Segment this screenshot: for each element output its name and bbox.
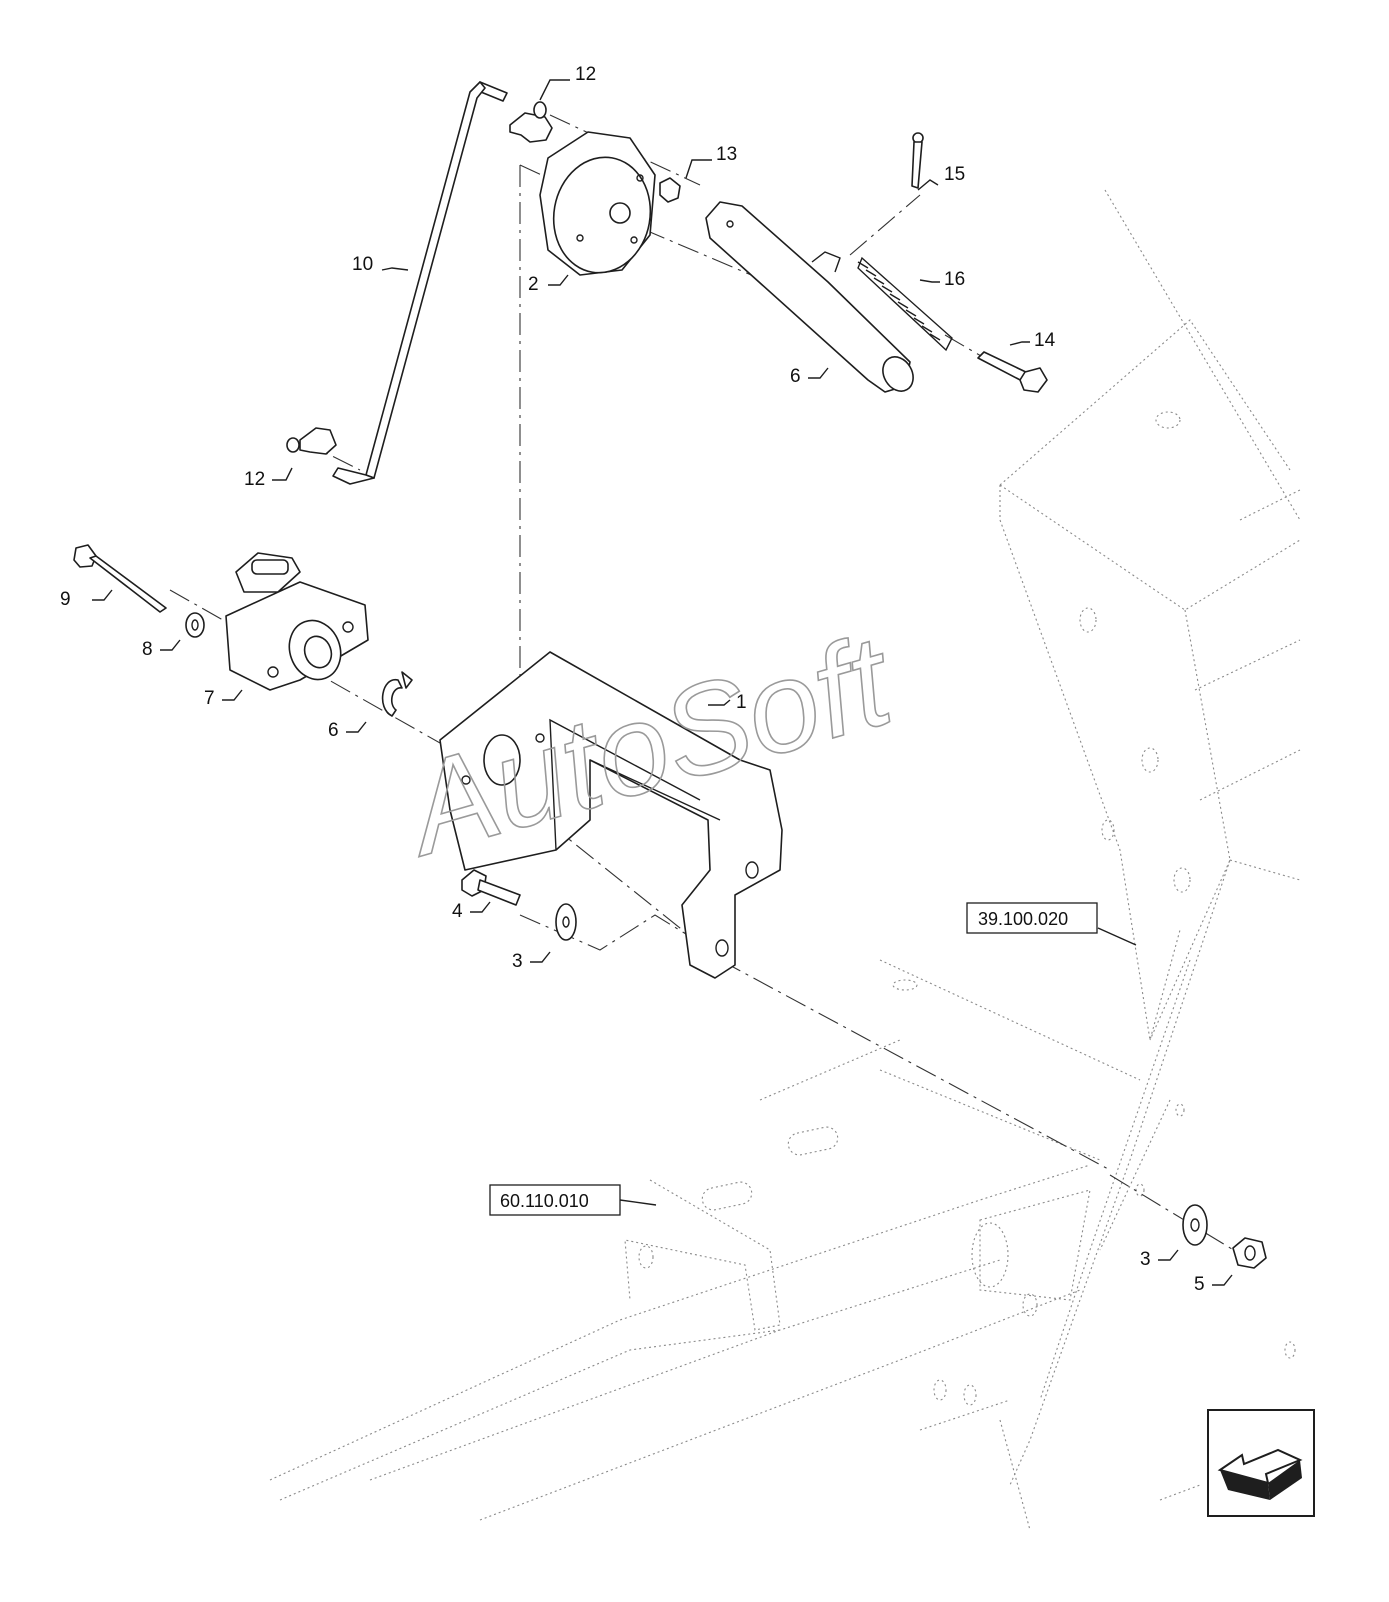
callout-3-lower: 3 — [1140, 1249, 1151, 1270]
watermark: AutoSoft — [387, 608, 909, 884]
snap-ring-part-7 — [381, 671, 413, 717]
leader-lines — [92, 79, 1233, 1286]
reference-frame-box[interactable]: 39.100.020 — [966, 902, 1098, 934]
callout-7: 6 — [328, 720, 339, 741]
reference-frame-text: 39.100.020 — [978, 909, 1068, 929]
nut-part-5 — [1232, 1237, 1267, 1269]
sensor-part-8 — [225, 552, 369, 691]
callout-8: 7 — [204, 688, 215, 709]
lever-part-6 — [705, 201, 914, 393]
washer-part-3-upper — [555, 903, 577, 941]
callout-labels: 12 13 15 10 2 16 14 6 12 9 8 7 6 1 4 3 3… — [60, 64, 1205, 1295]
clip-part-12-bottom — [286, 427, 337, 455]
nut-part-13 — [659, 177, 681, 203]
callout-14: 14 — [1034, 330, 1056, 351]
reference-chassis-box[interactable]: 60.110.010 — [489, 1184, 621, 1216]
callout-5: 5 — [1194, 1274, 1205, 1295]
clip-part-12-top — [509, 101, 553, 143]
callout-12-bottom: 12 — [244, 469, 265, 490]
callout-16: 16 — [944, 269, 965, 290]
callout-3-upper: 3 — [512, 951, 523, 972]
callout-4: 4 — [452, 901, 463, 922]
callout-11: 10 — [352, 254, 373, 275]
callout-15: 15 — [944, 164, 965, 185]
rod-part-11 — [332, 81, 508, 485]
frame-background — [269, 189, 1301, 1531]
callout-9: 8 — [142, 639, 153, 660]
pin-part-15 — [911, 132, 924, 189]
callout-13: 13 — [716, 144, 737, 165]
callout-2: 2 — [528, 274, 539, 295]
callout-12-top: 12 — [575, 64, 596, 85]
previous-page-arrow-icon[interactable] — [1207, 1409, 1315, 1517]
callout-1: 1 — [736, 692, 747, 713]
bolt-part-4 — [461, 869, 521, 906]
reference-chassis-text: 60.110.010 — [500, 1191, 589, 1211]
magnet-part-2 — [539, 131, 656, 276]
bracket-part-1 — [439, 651, 783, 979]
callout-6: 6 — [790, 366, 801, 387]
washer-part-3-lower — [1182, 1204, 1208, 1246]
bolt-part-10 — [73, 544, 167, 613]
washer-part-9 — [185, 612, 205, 638]
callout-10: 9 — [60, 589, 71, 610]
spring-part-16 — [857, 256, 953, 352]
bolt-part-14 — [977, 351, 1048, 393]
